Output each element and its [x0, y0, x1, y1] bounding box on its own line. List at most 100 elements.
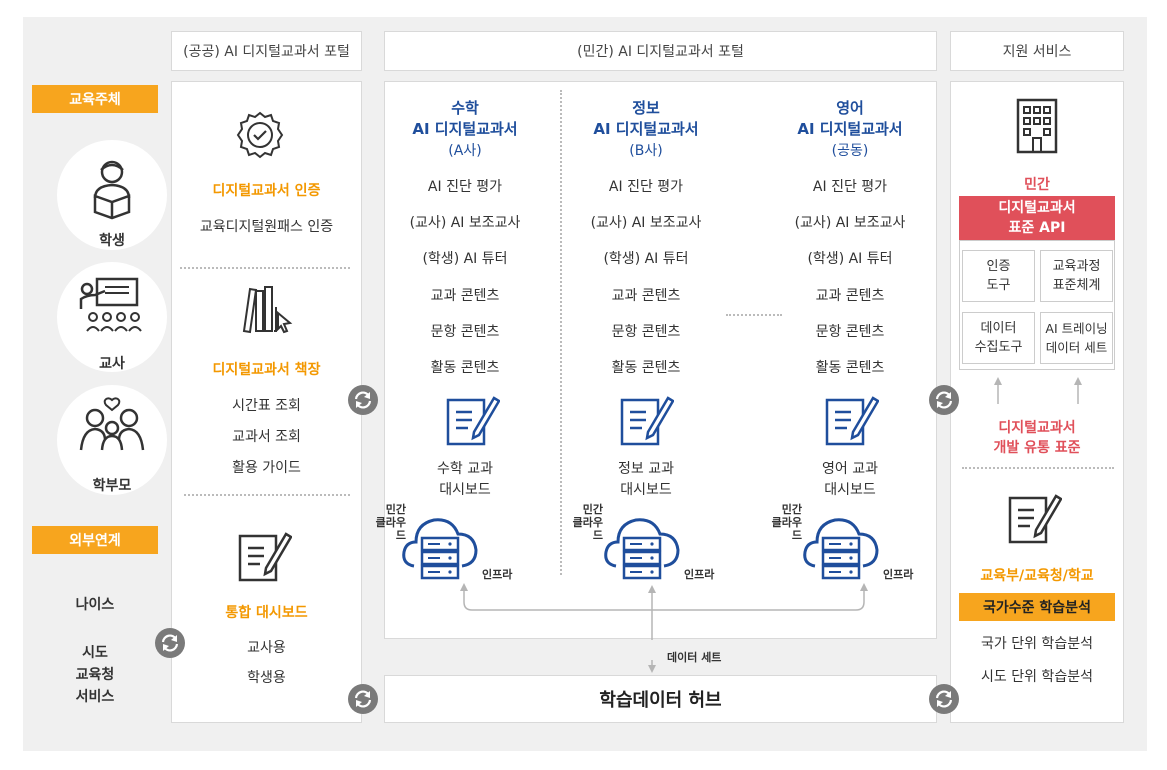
dashboard-document-icon — [238, 532, 292, 582]
feature-ai-assistant: (교사) AI 보조교사 — [590, 215, 702, 231]
box-line: AI 트레이닝 — [1045, 321, 1108, 336]
textbook-subject: 정보 — [632, 99, 660, 117]
actors-tag: 교육주체 — [32, 85, 158, 113]
analysis-national: 국가 단위 학습분석 — [981, 636, 1093, 652]
feature-ai-tutor: (학생) AI 튜터 — [603, 251, 689, 267]
textbook-dashboard-label-1: 영어 교과 — [822, 461, 878, 477]
cloud-server-icon — [604, 518, 680, 580]
divider — [184, 494, 350, 496]
parent-label: 학부모 — [92, 478, 132, 494]
infra-label: 인프라 — [883, 568, 914, 581]
textbook-dashboard-label-2: 대시보드 — [620, 482, 672, 498]
header-private-portal: (민간) AI 디지털교과서 포털 — [384, 31, 937, 71]
textbook-title: AI 디지털교과서 — [412, 120, 518, 138]
divider — [962, 467, 1114, 469]
infra-label: 인프라 — [482, 568, 513, 581]
box-line: 교육과정 — [1052, 259, 1101, 274]
dev-distribution-standard: 디지털교과서 개발 유통 표준 — [950, 418, 1124, 458]
certification-badge-icon — [236, 111, 284, 159]
feature-question-content: 문항 콘텐츠 — [815, 324, 885, 340]
box-line: 수집도구 — [974, 340, 1023, 355]
feature-subject-content: 교과 콘텐츠 — [611, 288, 681, 304]
upward-arrows — [994, 377, 1082, 404]
parent-icon — [79, 397, 145, 451]
cloud-label-line: 민간 — [385, 503, 406, 516]
cert-title: 디지털교과서 인증 — [212, 183, 321, 199]
feature-ai-tutor: (학생) AI 튜터 — [422, 251, 508, 267]
report-document-icon — [1008, 494, 1062, 544]
external-tag: 외부연계 — [32, 526, 158, 554]
teacher-label: 교사 — [99, 356, 125, 372]
private-label: 민간 — [1024, 177, 1050, 193]
shelf-item-guide: 활용 가이드 — [232, 460, 301, 476]
neis-label: 나이스 — [75, 597, 115, 613]
sync-icon — [348, 684, 378, 714]
dashboard-document-icon — [620, 396, 674, 446]
cert-sub: 교육디지털원패스 인증 — [199, 219, 334, 235]
feature-diagnosis: AI 진단 평가 — [427, 179, 503, 195]
learning-data-hub: 학습데이터 허브 — [384, 675, 937, 723]
sido-label-3: 서비스 — [75, 689, 115, 705]
standard-api-banner: 디지털교과서 표준 API — [959, 196, 1115, 240]
feature-diagnosis: AI 진단 평가 — [812, 179, 888, 195]
feature-activity-content: 활동 콘텐츠 — [430, 360, 500, 376]
sync-icon — [155, 628, 185, 658]
box-line: 도구 — [986, 278, 1011, 293]
textbook-subject: 수학 — [451, 99, 479, 117]
shelf-item-timetable: 시간표 조회 — [232, 398, 301, 414]
textbook-vendor: (A사) — [448, 143, 482, 159]
textbook-title: AI 디지털교과서 — [593, 120, 699, 138]
box-line: 표준체계 — [1052, 278, 1101, 293]
parent-circle — [57, 385, 167, 495]
feature-ai-tutor: (학생) AI 튜터 — [807, 251, 893, 267]
feature-activity-content: 활동 콘텐츠 — [815, 360, 885, 376]
infra-label: 인프라 — [684, 568, 715, 581]
feature-question-content: 문항 콘텐츠 — [430, 324, 500, 340]
box-line: 데이터 — [980, 321, 1017, 336]
divider — [560, 90, 562, 575]
cloud-server-icon — [402, 518, 478, 580]
public-portal-panel — [171, 81, 362, 723]
sync-icon — [348, 385, 378, 415]
textbook-dashboard-label-2: 대시보드 — [439, 482, 491, 498]
textbook-vendor: (공동) — [831, 143, 869, 159]
standard-api-line2: 표준 API — [1008, 220, 1066, 236]
textbook-subject: 영어 — [836, 99, 864, 117]
bookshelf-icon — [242, 286, 293, 334]
dash-title: 통합 대시보드 — [225, 605, 308, 621]
header-support-services: 지원 서비스 — [950, 31, 1124, 71]
building-icon — [1016, 98, 1058, 154]
feature-activity-content: 활동 콘텐츠 — [611, 360, 681, 376]
student-circle — [57, 140, 167, 250]
textbook-title: AI 디지털교과서 — [797, 120, 903, 138]
std-line: 개발 유통 표준 — [993, 440, 1081, 456]
teacher-icon — [79, 277, 142, 332]
sync-icon — [929, 385, 959, 415]
divider — [180, 267, 350, 269]
header-public-portal: (공공) AI 디지털교과서 포털 — [171, 31, 362, 71]
dash-item-teacher: 교사용 — [247, 640, 286, 656]
dataset-label: 데이터 세트 — [667, 651, 722, 664]
dashboard-document-icon — [446, 396, 500, 446]
dashboard-document-icon — [825, 396, 879, 446]
ellipsis-divider — [726, 314, 782, 316]
sido-label-1: 시도 — [82, 645, 108, 661]
box-line: 인증 — [986, 259, 1011, 274]
student-label: 학생 — [99, 233, 125, 249]
cloud-label-line: 민간 — [781, 503, 802, 516]
standard-api-line1: 디지털교과서 — [998, 200, 1076, 216]
api-components-frame — [959, 240, 1115, 370]
feature-diagnosis: AI 진단 평가 — [608, 179, 684, 195]
cloud-label-line: 클라우드 — [572, 516, 603, 542]
textbook-vendor: (B사) — [629, 143, 663, 159]
feature-subject-content: 교과 콘텐츠 — [430, 288, 500, 304]
analysis-sido: 시도 단위 학습분석 — [981, 669, 1093, 685]
textbook-dashboard-label-1: 정보 교과 — [618, 461, 674, 477]
cloud-label-line: 클라우드 — [771, 516, 802, 542]
